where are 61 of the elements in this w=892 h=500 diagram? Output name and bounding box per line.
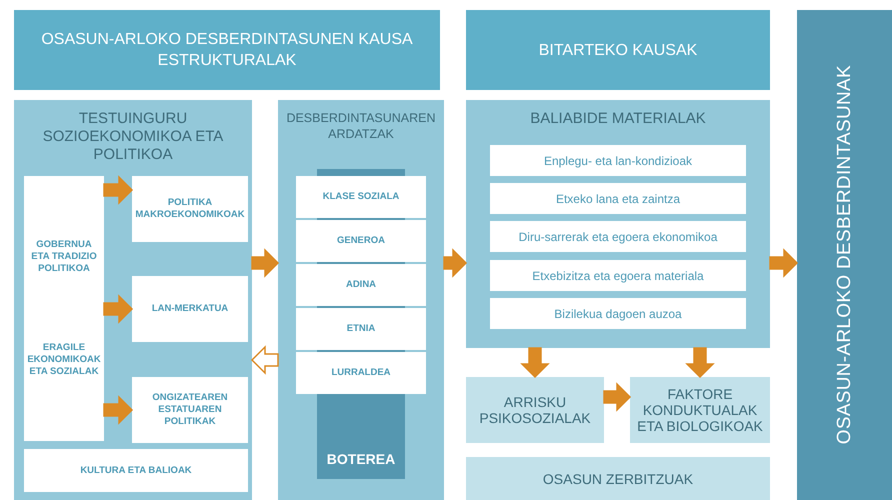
group-panel [278,100,444,500]
label-text: Etxeko lana eta zaintza [556,190,680,208]
cause-box [466,457,770,500]
label-text: LURRALDEA [331,367,391,379]
arrow [103,395,134,425]
resource-box [490,298,746,329]
factor-box [132,176,248,242]
group-panel [14,100,252,500]
panel-heading: DESBERDINTASUNAREN ARDATZAK [285,110,437,142]
group-panel [466,100,770,348]
resource-box [490,260,746,291]
arrow [769,248,798,278]
arrow [520,347,550,378]
factor-box [296,308,426,350]
panel-heading: TESTUINGURU SOZIOEKONOMIKOA ETA POLITIKOA [42,110,224,164]
label-text: OSASUN-ARLOKO DESBERDINTASUNAK [834,65,856,445]
arrow [603,382,632,412]
outcome-column [797,10,892,500]
factor-box [132,377,248,443]
arrow [685,347,715,378]
label-text: Diru-sarrerak eta egoera ekonomikoa [518,228,718,246]
label-text: ARRISKU PSIKOSOZIALAK [478,394,592,426]
arrow [250,345,279,375]
arrow [443,248,468,278]
header-box [14,10,440,90]
header-box [466,10,770,90]
label-text: OSASUN ZERBITZUAK [542,470,694,486]
arrow [103,294,134,324]
label-text: KULTURA ETA BALIOAK [80,464,192,476]
factor-box [296,264,426,306]
resource-box [490,183,746,214]
factor-box [24,449,248,492]
factor-box [296,220,426,262]
header-text: OSASUN-ARLOKO DESBERDINTASUNEN KAUSA ESTRUKTURALAK [40,30,414,71]
factor-box [296,352,426,394]
label-text: GENEROA [336,235,386,247]
label-text: KLASE SOZIALA [322,191,400,203]
resource-box [490,221,746,252]
label-text: Enplegu- eta lan-kondizioak [544,152,692,170]
label-text: ONGIZATEAREN ESTATUAREN POLITIKAK [151,392,229,428]
header-text: BITARTEKO KAUSAK [538,40,698,60]
arrow [251,248,280,278]
arrow [103,175,134,205]
factor-box [296,176,426,218]
factor-box [132,276,248,342]
panel-heading: BALIABIDE MATERIALAK [530,110,706,128]
label-text: ADINA [346,279,376,291]
label-text: GOBERNUA ETA TRADIZIO POLITIKOA [30,239,98,276]
label-text: LAN-MERKATUA [152,303,228,315]
label-text: ETNIA [346,323,376,335]
power-bar [317,394,405,479]
cause-box [466,377,604,443]
label-text: FAKTORE KONDUKTUALAK ETA BIOLOGIKOAK [636,386,764,434]
label-text: POLITIKA MAKROEKONOMIKOAK [135,197,245,221]
factor-column [24,176,104,441]
resource-box [490,145,746,176]
cause-box [630,377,770,443]
label-text: Etxebizitza eta egoera materiala [532,268,704,284]
label-text: BOTEREA [326,451,396,467]
label-text: Bizilekua dagoen auzoa [554,306,682,322]
label-text: ERAGILE EKONOMIKOAK ETA SOZIALAK [27,342,101,378]
